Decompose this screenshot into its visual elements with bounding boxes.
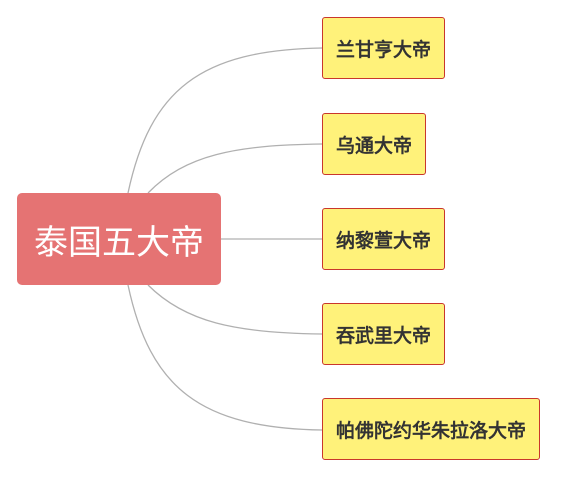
branch-label-1: 兰甘亨大帝	[336, 38, 432, 61]
connector-line-5	[127, 284, 323, 431]
connector-line-1	[127, 47, 323, 194]
branch-label-5: 帕佛陀约华朱拉洛大帝	[336, 419, 527, 442]
branch-node-3[interactable]: 纳黎萱大帝	[322, 208, 446, 270]
central-topic-label: 泰国五大帝	[34, 222, 204, 263]
branch-node-4[interactable]: 吞武里大帝	[322, 303, 446, 365]
branch-label-4: 吞武里大帝	[336, 324, 432, 347]
connector-line-4	[147, 284, 323, 335]
central-topic-node[interactable]: 泰国五大帝	[17, 193, 221, 285]
branch-node-5[interactable]: 帕佛陀约华朱拉洛大帝	[322, 398, 541, 460]
connector-line-2	[147, 143, 323, 194]
branch-node-1[interactable]: 兰甘亨大帝	[322, 17, 446, 79]
branch-label-2: 乌通大帝	[336, 134, 413, 157]
branch-label-3: 纳黎萱大帝	[336, 229, 432, 252]
branch-node-2[interactable]: 乌通大帝	[322, 113, 427, 175]
